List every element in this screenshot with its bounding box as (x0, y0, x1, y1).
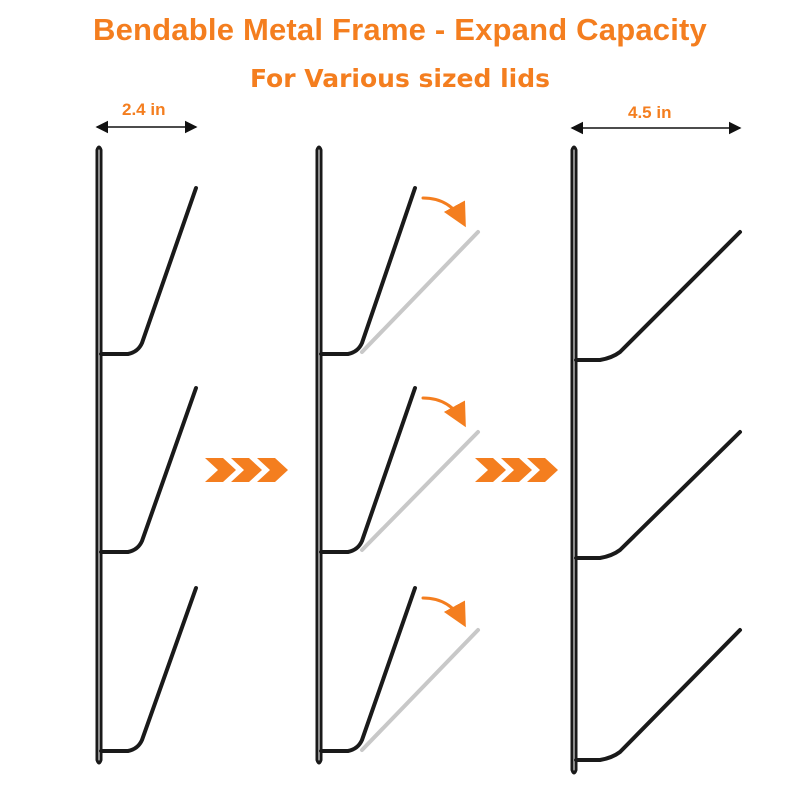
rack-spine (570, 145, 578, 775)
rack-arm-bottom (99, 586, 198, 753)
rack-arm-middle (99, 386, 198, 554)
rack-spine (95, 145, 103, 765)
rack-wide (570, 145, 742, 775)
bent-arm-ghost-middle (360, 430, 480, 552)
rack-spine (315, 145, 323, 765)
rack-arm-bottom (319, 586, 417, 753)
rack-bending (315, 145, 480, 765)
rack-arm-middle (574, 430, 742, 560)
width-after-label: 4.5 in (628, 103, 672, 122)
headline: Bendable Metal Frame - Expand Capacity (93, 12, 707, 47)
curved-bend-arrow-icon (421, 196, 466, 628)
bent-arm-ghosts (360, 230, 480, 752)
subheadline: For Various sized lids (249, 64, 551, 93)
triple-chevron-arrow-icon (475, 458, 558, 482)
rack-narrow (95, 145, 198, 765)
triple-chevron-arrow-icon (205, 458, 288, 482)
rack-arm-top (99, 186, 198, 356)
bent-arm-ghost-bottom (360, 628, 480, 752)
rack-arm-top (574, 230, 742, 362)
bent-arm-ghost-top (360, 230, 480, 354)
rack-arm-top (319, 186, 417, 356)
rack-arm-middle (319, 386, 417, 554)
rack-arm-bottom (574, 628, 742, 762)
width-before-label: 2.4 in (122, 100, 166, 119)
